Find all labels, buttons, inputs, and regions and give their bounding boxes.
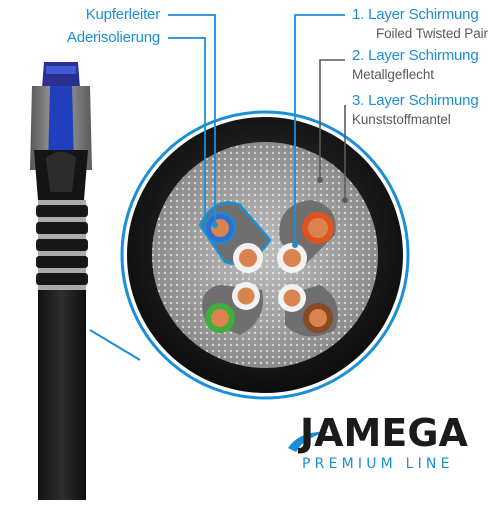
label-wire-insulation: Aderisolierung <box>66 29 160 46</box>
copper-core <box>283 289 301 307</box>
label-layer1-sub: Foiled Twisted Pair <box>376 26 488 41</box>
braid-texture <box>152 142 378 368</box>
connector-blue-stripe <box>48 86 74 165</box>
label-layer3-title: 3. Layer Schirmung <box>352 92 479 109</box>
leader-dots <box>212 177 348 248</box>
leader-copper <box>168 14 216 225</box>
label-layer2-title: 2. Layer Schirmung <box>352 47 479 64</box>
logo-swoosh <box>288 431 330 452</box>
cable-cross-section <box>89 110 410 400</box>
leader-layer2 <box>319 59 345 180</box>
brand-tagline: PREMIUM LINE <box>302 456 454 472</box>
label-layer2-sub: Metallgeflecht <box>352 67 434 82</box>
copper-core <box>309 309 327 327</box>
copper-core <box>211 219 229 237</box>
leader-layer1 <box>294 14 345 245</box>
leader-insulation <box>168 37 206 222</box>
highlight-ring <box>120 110 410 400</box>
cable-jacket-side <box>38 290 86 500</box>
label-copper-conductor: Kupferleiter <box>85 6 161 23</box>
label-layer1-title: 1. Layer Schirmung <box>352 6 479 23</box>
rj45-connector <box>30 62 92 500</box>
copper-core <box>237 287 255 305</box>
connector-latch-highlight <box>46 66 76 74</box>
copper-core <box>283 249 301 267</box>
magnifier-line <box>89 329 141 361</box>
leader-lines <box>168 14 345 245</box>
label-layer3-sub: Kunststoffmantel <box>352 112 451 127</box>
brand-logo-text: JAMEGA <box>300 411 468 455</box>
connector-latch <box>42 62 80 88</box>
copper-core <box>239 249 257 267</box>
boot-grip <box>46 151 76 192</box>
leader-lines-grey <box>319 59 346 200</box>
copper-core <box>308 218 328 238</box>
strain-relief <box>36 200 88 292</box>
copper-core <box>211 309 229 327</box>
